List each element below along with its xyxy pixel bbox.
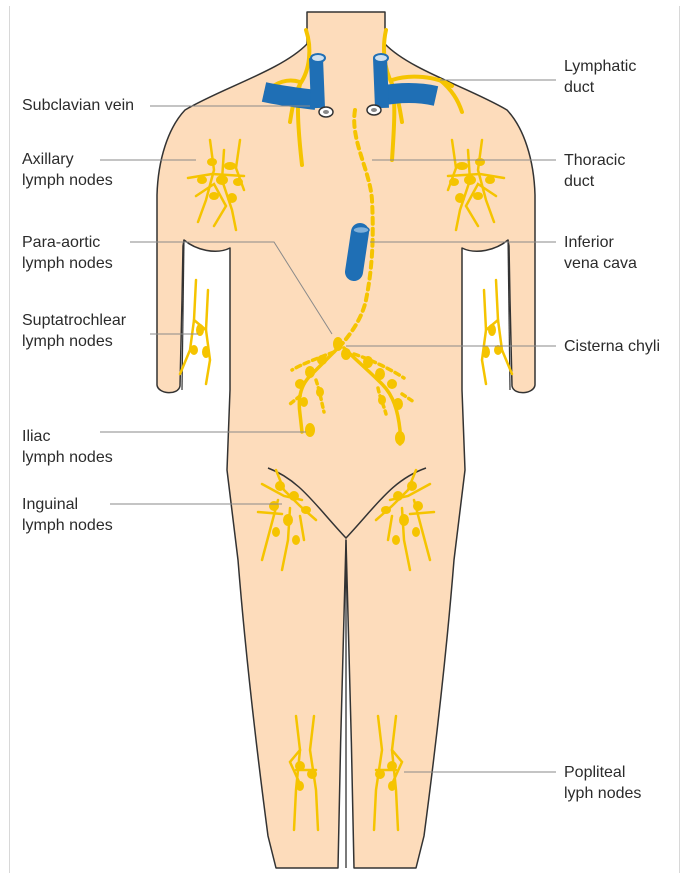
label-inferior-vena-cava: Inferior vena cava <box>564 232 637 274</box>
label-subclavian-vein: Subclavian vein <box>22 95 134 116</box>
label-inguinal-lymph-nodes: Inguinal lymph nodes <box>22 494 113 536</box>
label-thoracic-duct: Thoracic duct <box>564 150 625 192</box>
label-supratrochlear-lymph-nodes: Suptatrochlear lymph nodes <box>22 310 126 352</box>
label-axillary-lymph-nodes: Axillary lymph nodes <box>22 149 113 191</box>
supratrochlear-nodes-left <box>180 280 210 384</box>
label-iliac-lymph-nodes: Iliac lymph nodes <box>22 426 113 468</box>
label-popliteal-lymph-nodes: Popliteal lyph nodes <box>564 762 641 804</box>
label-para-aortic-lymph-nodes: Para-aortic lymph nodes <box>22 232 113 274</box>
label-lymphatic-duct: Lymphatic duct <box>564 56 636 98</box>
label-cisterna-chyli: Cisterna chyli <box>564 336 660 357</box>
supratrochlear-nodes-right <box>482 280 512 384</box>
